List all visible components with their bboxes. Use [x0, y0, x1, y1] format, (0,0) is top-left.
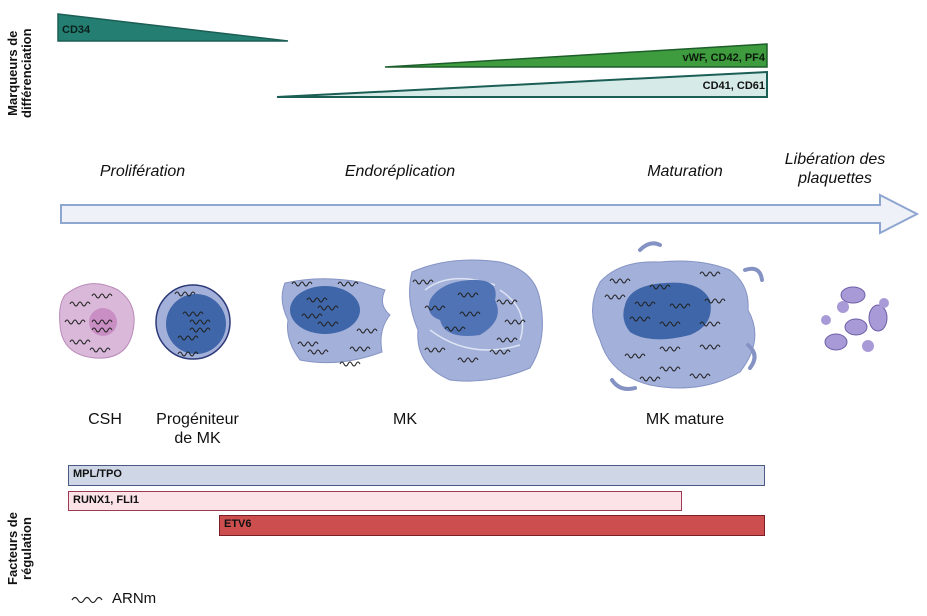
megakaryocyte-endoreplication-icon [409, 259, 543, 382]
mk-progenitor-cell-icon [155, 284, 231, 360]
factor-bar-etv6: ETV6 [219, 515, 765, 536]
marker-wedge-cd41 [276, 70, 768, 98]
stage-endoreplication: Endoréplication [344, 163, 456, 180]
stage-proliferation: Prolifération [99, 163, 186, 180]
cell-label-mature-mk: MK mature [645, 411, 725, 428]
stage-platelet-release: Libération des plaquettes [784, 151, 886, 187]
megakaryocyte-icon [281, 278, 391, 367]
platelets-icon [821, 286, 889, 352]
legend-label-mrna: ARNm [112, 590, 157, 607]
stage-maturation: Maturation [647, 163, 723, 180]
marker-wedge-cd34 [57, 13, 289, 42]
cell-label-mk: MK [393, 411, 417, 428]
mature-megakaryocyte-icon [592, 241, 764, 391]
marker-label-cd34: CD34 [62, 24, 91, 36]
cell-label-progenitor: Progéniteur de MK [156, 411, 239, 447]
timeline-arrow [60, 193, 920, 235]
factor-bar-mpl-tpo: MPL/TPO [68, 465, 765, 486]
marker-wedge-vwf [384, 43, 768, 68]
hematopoietic-stem-cell-icon [59, 283, 135, 359]
factor-bar-runx1-fli1: RUNX1, FLI1 [68, 491, 682, 511]
marker-label-vwf: vWF, CD42, PF4 [682, 52, 765, 64]
marker-label-cd41: CD41, CD61 [702, 80, 765, 92]
legend: ARNm [70, 590, 156, 607]
mrna-wave-icon [71, 596, 103, 604]
cell-label-csh: CSH [88, 411, 122, 428]
